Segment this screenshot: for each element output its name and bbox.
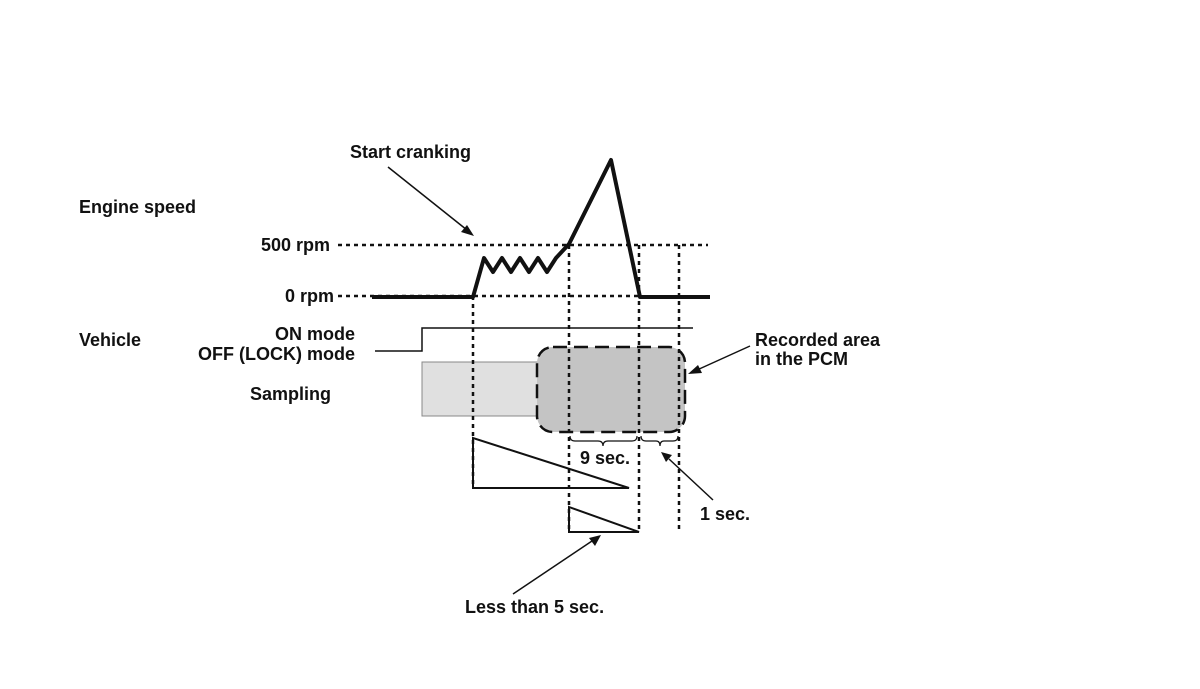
less-than-5-sec-wedge xyxy=(568,505,640,533)
vehicle-label: Vehicle xyxy=(79,330,141,350)
crank-duration-wedge xyxy=(472,436,630,489)
engine-speed-label: Engine speed xyxy=(79,197,196,217)
recorded-area-label-line1: Recorded area xyxy=(755,330,881,350)
recorded-area-arrow xyxy=(688,345,751,374)
vehicle-mode-signal xyxy=(375,327,693,352)
nine-sec-label: 9 sec. xyxy=(580,448,630,468)
engine-speed-waveform xyxy=(372,158,710,299)
start-cranking-label: Start cranking xyxy=(350,142,471,162)
one-sec-brace xyxy=(640,435,679,447)
recorded-area-label-line2: in the PCM xyxy=(755,349,848,369)
less-than-5-sec-label: Less than 5 sec. xyxy=(465,597,604,617)
rpm-0-label: 0 rpm xyxy=(285,286,334,306)
nine-sec-brace xyxy=(569,435,638,447)
one-sec-arrow xyxy=(661,452,714,501)
rpm-500-label: 500 rpm xyxy=(261,235,330,255)
one-sec-label: 1 sec. xyxy=(700,504,750,524)
less-than-5-sec-arrow xyxy=(512,535,601,595)
on-mode-label: ON mode xyxy=(275,324,355,344)
off-lock-mode-label: OFF (LOCK) mode xyxy=(198,344,355,364)
recorded-area-box xyxy=(535,345,687,434)
start-cranking-arrow xyxy=(387,166,474,236)
sampling-label: Sampling xyxy=(250,384,331,404)
